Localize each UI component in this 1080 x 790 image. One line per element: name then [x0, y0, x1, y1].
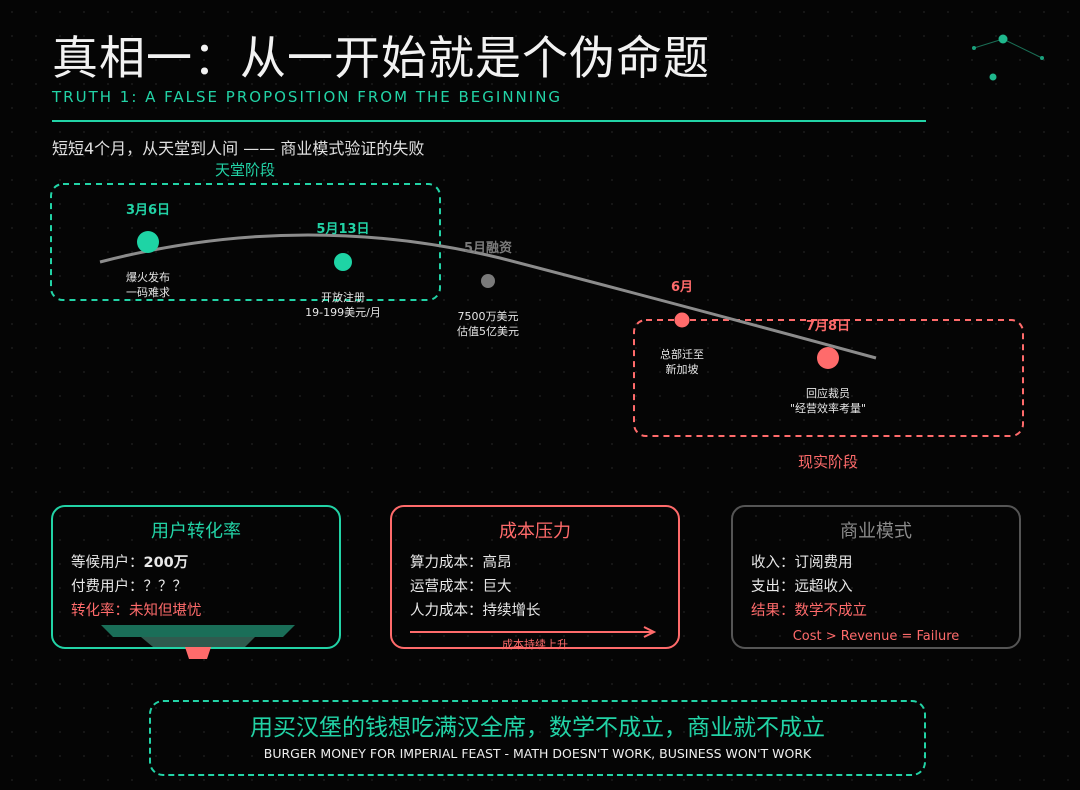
star-dot: [1040, 56, 1044, 60]
line-value: ？？？: [143, 579, 188, 595]
card-line: 支出：远超收入: [751, 575, 853, 596]
rising-arrow-icon: [410, 626, 657, 638]
card-line: 结果：数学不成立: [751, 599, 867, 620]
event-desc: "经营效率考量": [790, 401, 866, 415]
formula-text: Cost > Revenue = Failure: [792, 629, 960, 644]
event-desc: 回应裁员: [806, 386, 850, 400]
event-date: 3月6日: [126, 203, 170, 218]
line-value: 高昂: [482, 555, 512, 571]
line-label: 收入：: [751, 555, 795, 571]
event-date: 7月8日: [806, 319, 850, 334]
card-line: 转化率：未知但堪忧: [71, 599, 202, 620]
card-line: 算力成本：高昂: [410, 551, 512, 572]
cost-pressure-card: 成本压力 算力成本：高昂 运营成本：巨大 人力成本：持续增长 成本持续上升: [390, 505, 680, 651]
card-line: 人力成本：持续增长: [410, 599, 541, 620]
card-title: 用户转化率: [151, 521, 241, 542]
card-title: 商业模式: [840, 521, 912, 542]
line-label: 付费用户：: [71, 579, 144, 595]
line-label: 支出：: [751, 579, 795, 595]
business-model-card: 商业模式 收入：订阅费用 支出：远超收入 结果：数学不成立 Cost > Rev…: [731, 505, 1021, 649]
event-desc: 7500万美元: [458, 310, 519, 323]
line-value: 持续增长: [482, 603, 541, 619]
timeline-curve: [99, 233, 877, 360]
arrow-caption: 成本持续上升: [502, 638, 568, 651]
event-marker: [137, 231, 159, 253]
funnel-icon: [101, 625, 295, 659]
event-desc: 一码难求: [126, 286, 170, 299]
line-value: 巨大: [482, 579, 512, 595]
line-value: 订阅费用: [794, 555, 853, 571]
event-desc: 总部迁至: [660, 347, 704, 361]
heaven-zone-label: 天堂阶段: [215, 161, 275, 179]
line-label: 运营成本：: [410, 579, 483, 595]
line-label: 算力成本：: [410, 555, 483, 571]
timeline-diagram: 天堂阶段 现实阶段 3月6日 爆火发布 一码难求 5月13日 开放注册 19-1…: [50, 161, 1024, 471]
reality-zone-box: [633, 319, 1024, 437]
conclusion-text: 用买汉堡的钱想吃满汉全席，数学不成立，商业就不成立: [250, 715, 825, 741]
conclusion-banner: 用买汉堡的钱想吃满汉全席，数学不成立，商业就不成立 BURGER MONEY F…: [149, 700, 926, 776]
event-desc: 开放注册: [321, 290, 365, 304]
line-value: 200万: [143, 555, 189, 571]
line-value: 未知但堪忧: [129, 603, 202, 619]
event-date: 5月融资: [464, 240, 512, 256]
conversion-rate-card: 用户转化率 等候用户：200万 付费用户：？？？ 转化率：未知但堪忧: [51, 505, 341, 659]
line-value: 数学不成立: [794, 603, 868, 619]
card-title: 成本压力: [499, 521, 571, 542]
intro-text: 短短4个月，从天堂到人间 —— 商业模式验证的失败: [52, 139, 425, 158]
event-marker: [817, 347, 839, 369]
card-line: 收入：订阅费用: [751, 551, 853, 572]
page-title: 真相一：从一开始就是个伪命题: [52, 31, 710, 85]
title-divider: [52, 120, 926, 122]
line-value: 远超收入: [794, 579, 853, 595]
card-line: 付费用户：？？？: [71, 575, 187, 596]
card-line: 等候用户：200万: [71, 551, 188, 572]
reality-zone-label: 现实阶段: [798, 453, 858, 471]
page-subtitle-en: TRUTH 1: A FALSE PROPOSITION FROM THE BE…: [52, 88, 563, 106]
event-marker: [674, 312, 690, 328]
line-label: 等候用户：: [71, 555, 144, 571]
event-desc: 爆火发布: [126, 270, 170, 284]
line-label: 转化率：: [71, 603, 129, 619]
constellation-decoration: [972, 34, 1044, 81]
conclusion-text-en: BURGER MONEY FOR IMPERIAL FEAST - MATH D…: [263, 746, 812, 761]
event-marker: [481, 274, 495, 288]
line-label: 结果：: [751, 603, 795, 619]
event-desc: 估值5亿美元: [457, 325, 519, 338]
star-dot: [989, 73, 997, 81]
card-line: 运营成本：巨大: [410, 575, 512, 596]
star-dot: [972, 46, 976, 50]
event-date: 6月: [671, 280, 693, 295]
line-label: 人力成本：: [410, 603, 483, 619]
heaven-zone-box: [50, 183, 441, 301]
event-desc: 19-199美元/月: [305, 306, 381, 319]
event-date: 5月13日: [316, 222, 369, 237]
event-desc: 新加坡: [666, 362, 699, 376]
star-dot: [998, 34, 1008, 44]
event-marker: [334, 253, 352, 271]
